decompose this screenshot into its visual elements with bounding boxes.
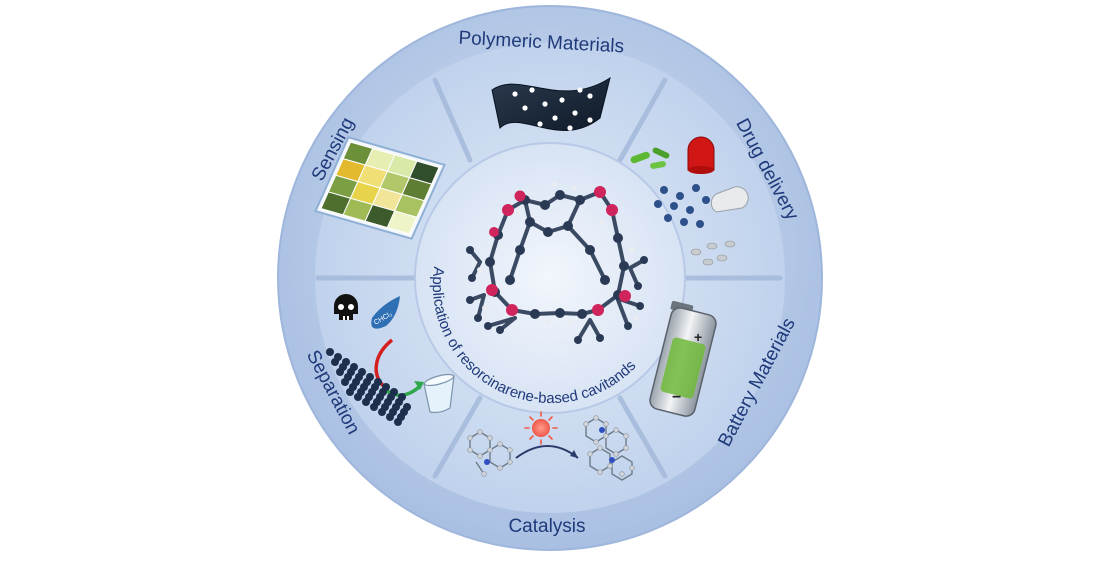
- svg-text:+: +: [694, 329, 702, 345]
- inner-disc: [414, 142, 686, 414]
- svg-text:−: −: [672, 389, 681, 406]
- perforated-membrane-icon: [491, 76, 611, 131]
- cup-icon: [423, 373, 455, 414]
- skull-icon: [334, 294, 358, 320]
- photocatalysis-reaction-icon: [467, 411, 635, 481]
- porous-framework: [326, 348, 411, 426]
- battery-icon: + −: [649, 300, 717, 417]
- segment-dividers: [315, 77, 783, 479]
- cavitand-molecule-icon: [466, 181, 648, 344]
- label-catalysis: Catalysis: [508, 516, 585, 537]
- chloroform-droplet-icon: CHCl₃: [371, 296, 400, 329]
- sensor-array-icon: [314, 136, 446, 240]
- capsules-and-pills-icon: [630, 136, 749, 266]
- adsorption-separation-icon: CHCl₃: [326, 294, 455, 426]
